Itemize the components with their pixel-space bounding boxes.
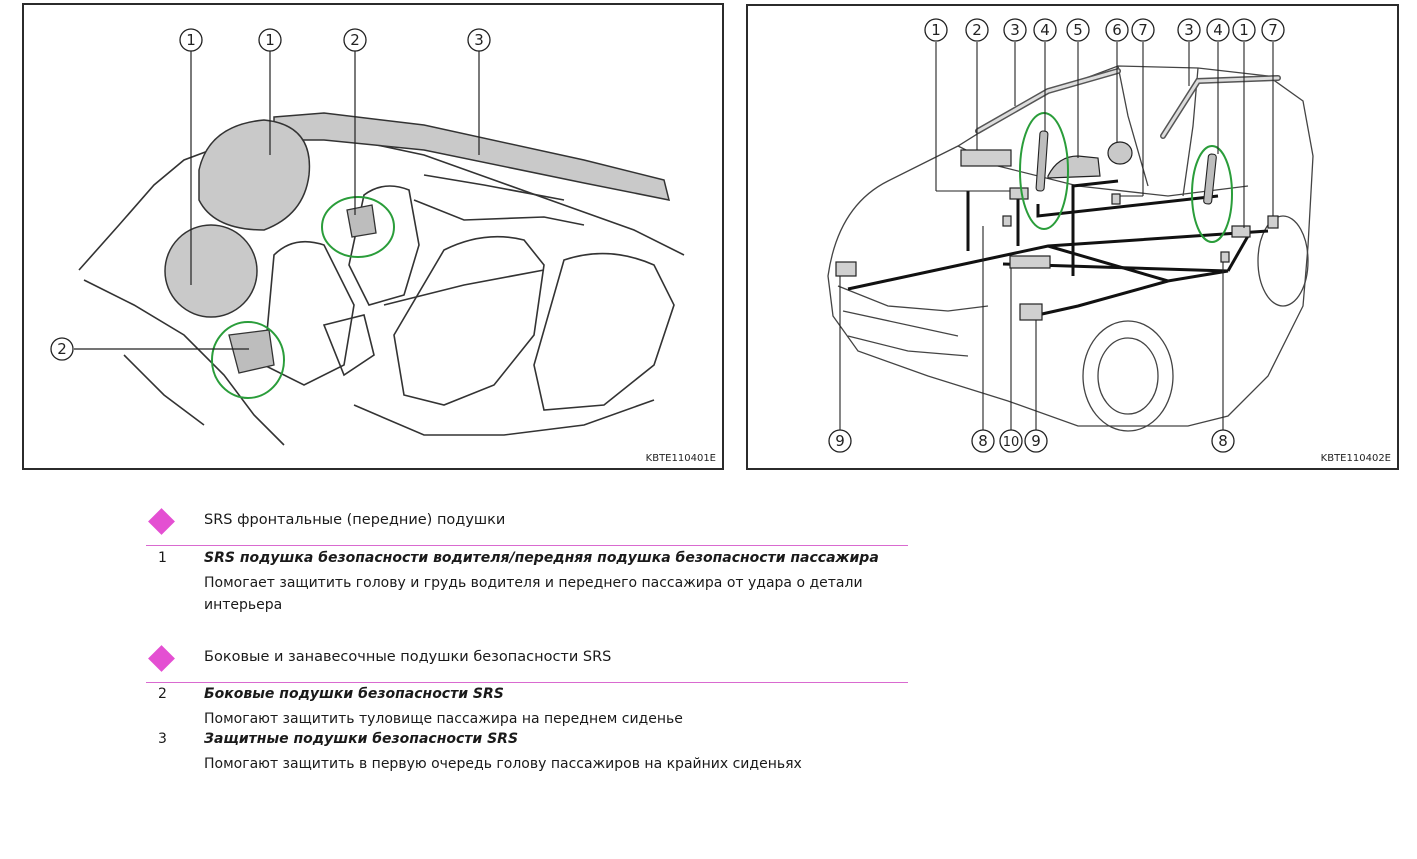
callout-bottom-10: 10 (999, 429, 1023, 453)
svg-text:2: 2 (972, 21, 982, 39)
svg-text:1: 1 (1239, 21, 1249, 39)
callout-top-6: 6 (1105, 18, 1129, 42)
section-heading-side-curtain: Боковые и занавесочные подушки безопасно… (148, 645, 910, 672)
svg-text:9: 9 (835, 432, 845, 450)
svg-text:6: 6 (1112, 21, 1122, 39)
svg-text:7: 7 (1268, 21, 1278, 39)
item-title: SRS подушка безопасности водителя/передн… (204, 550, 879, 566)
callout-2-seat: 2 (343, 28, 367, 52)
callout-top-1: 1 (924, 18, 948, 42)
svg-text:3: 3 (474, 31, 484, 49)
figure-code: KBTE110401E (645, 453, 716, 464)
list-item: 3 Защитные подушки безопасности SRS Помо… (158, 731, 918, 775)
section-heading-frontal: SRS фронтальные (передние) подушки (148, 508, 910, 535)
svg-text:1: 1 (931, 21, 941, 39)
svg-text:3: 3 (1010, 21, 1020, 39)
callout-top-1-rear: 1 (1232, 18, 1256, 42)
item-description: Помогает защитить голову и грудь водител… (204, 575, 863, 613)
svg-text:1: 1 (186, 31, 196, 49)
callout-top-2: 2 (965, 18, 989, 42)
item-title: Боковые подушки безопасности SRS (204, 686, 504, 702)
callout-top-4: 4 (1033, 18, 1057, 42)
section-diamond-icon (148, 645, 175, 672)
callout-bottom-8b: 8 (1211, 429, 1235, 453)
svg-text:2: 2 (350, 31, 360, 49)
svg-text:7: 7 (1138, 21, 1148, 39)
vehicle-airbag-figure: 1 2 3 4 5 6 7 3 4 1 7 9 8 10 9 8 KBTE110… (746, 4, 1399, 470)
callout-bottom-9: 9 (828, 429, 852, 453)
item-number: 3 (158, 731, 167, 747)
callout-top-7-rear: 7 (1261, 18, 1285, 42)
callout-bottom-9b: 9 (1024, 429, 1048, 453)
figure-code: KBTE110402E (1320, 453, 1391, 464)
callout-3-curtain: 3 (467, 28, 491, 52)
section-heading-text: Боковые и занавесочные подушки безопасно… (204, 649, 612, 665)
item-number: 2 (158, 686, 167, 702)
svg-text:9: 9 (1031, 432, 1041, 450)
svg-text:10: 10 (1003, 435, 1020, 450)
callout-top-7: 7 (1131, 18, 1155, 42)
item-description: Помогают защитить туловище пассажира на … (204, 711, 683, 727)
item-number: 1 (158, 550, 167, 566)
interior-airbag-illustration: 1 1 2 3 2 (50, 28, 685, 446)
svg-text:4: 4 (1213, 21, 1223, 39)
svg-text:8: 8 (1218, 432, 1228, 450)
section-diamond-icon (148, 508, 175, 535)
svg-text:1: 1 (265, 31, 275, 49)
item-description: Помогают защитить в первую очередь голов… (204, 756, 802, 772)
callout-top-5: 5 (1066, 18, 1090, 42)
svg-text:5: 5 (1073, 21, 1083, 39)
section-divider (146, 545, 908, 546)
callout-2-driver-seat: 2 (50, 337, 74, 361)
item-title: Защитные подушки безопасности SRS (204, 731, 519, 747)
section-heading-text: SRS фронтальные (передние) подушки (204, 512, 506, 528)
vehicle-airbag-illustration: 1 2 3 4 5 6 7 3 4 1 7 9 8 10 9 8 (827, 18, 1314, 453)
svg-text:4: 4 (1040, 21, 1050, 39)
callout-top-3: 3 (1003, 18, 1027, 42)
list-item: 1 SRS подушка безопасности водителя/пере… (158, 550, 918, 616)
callout-1-driver: 1 (179, 28, 203, 52)
interior-airbag-figure: 1 1 2 3 2 KBTE110401E (22, 3, 724, 470)
callout-top-4-rear: 4 (1206, 18, 1230, 42)
callout-1-passenger: 1 (258, 28, 282, 52)
svg-text:8: 8 (978, 432, 988, 450)
section-divider (146, 682, 908, 683)
svg-text:3: 3 (1184, 21, 1194, 39)
list-item: 2 Боковые подушки безопасности SRS Помог… (158, 686, 918, 730)
svg-text:2: 2 (57, 340, 67, 358)
callout-bottom-8: 8 (971, 429, 995, 453)
callout-top-3-rear: 3 (1177, 18, 1201, 42)
